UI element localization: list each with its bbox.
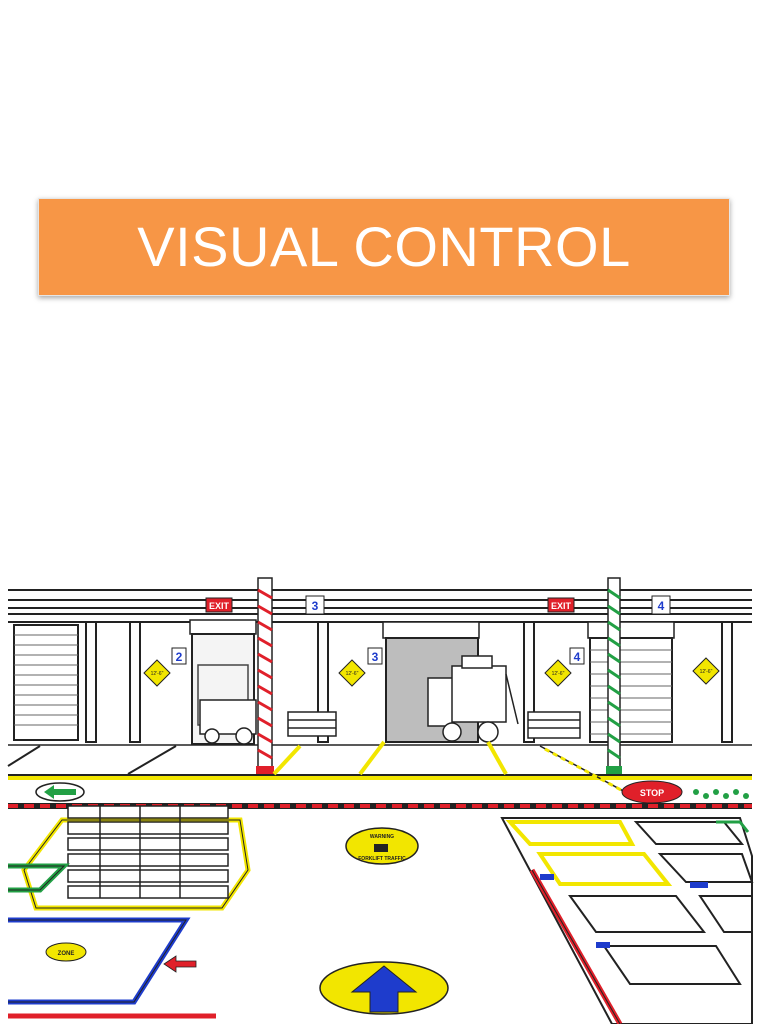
rollup-door-right	[587, 621, 675, 743]
door-number: 4	[658, 599, 665, 613]
pallet-stack-icon	[287, 711, 581, 739]
clearance-sign: 12'-6"	[338, 659, 366, 687]
warehouse-floor-illustration: EXIT EXIT 2 3 3 4 4 12'-6" 12'-6" 12'-6"	[7, 577, 754, 1024]
ceiling-structure	[8, 589, 752, 623]
forklift-warning-sign: WARNING FORKLIFT TRAFFIC	[345, 827, 419, 865]
pallet-rack-icon	[21, 805, 251, 911]
svg-text:EXIT: EXIT	[209, 601, 230, 611]
title-banner: VISUAL CONTROL	[38, 198, 730, 296]
floor-grid	[500, 817, 754, 1024]
svg-text:STOP: STOP	[640, 788, 664, 798]
direction-arrow-icon	[35, 782, 85, 802]
svg-text:12'-6": 12'-6"	[151, 671, 164, 677]
door-number: 4	[574, 650, 581, 664]
exit-sign: EXIT	[205, 597, 233, 613]
svg-text:WARNING: WARNING	[370, 834, 394, 840]
svg-text:12'-6": 12'-6"	[346, 671, 359, 677]
door-number: 2	[176, 650, 183, 664]
zone-marker: ZONE	[45, 942, 87, 962]
safety-column-red	[256, 577, 274, 775]
door-number: 3	[372, 650, 379, 664]
safety-column-green	[606, 577, 622, 775]
svg-text:ZONE: ZONE	[58, 951, 75, 957]
up-arrow-floor-sign	[319, 961, 449, 1015]
door-number: 3	[312, 599, 319, 613]
svg-text:EXIT: EXIT	[551, 601, 572, 611]
slide-title: VISUAL CONTROL	[137, 215, 631, 278]
forklift-icon	[427, 655, 519, 743]
rollup-door-left	[13, 624, 79, 741]
stop-sign-icon: STOP	[621, 780, 683, 804]
red-arrow-icon	[163, 955, 197, 973]
clearance-sign: 12'-6"	[544, 659, 572, 687]
svg-text:FORKLIFT TRAFFIC: FORKLIFT TRAFFIC	[358, 856, 406, 862]
clearance-sign: 12'-6"	[143, 659, 171, 687]
exit-sign: EXIT	[547, 597, 575, 613]
clearance-sign: 12'-6"	[692, 657, 720, 685]
svg-text:12'-6": 12'-6"	[552, 671, 565, 677]
forklift-icon	[199, 699, 257, 745]
svg-text:12'-6": 12'-6"	[700, 669, 713, 675]
